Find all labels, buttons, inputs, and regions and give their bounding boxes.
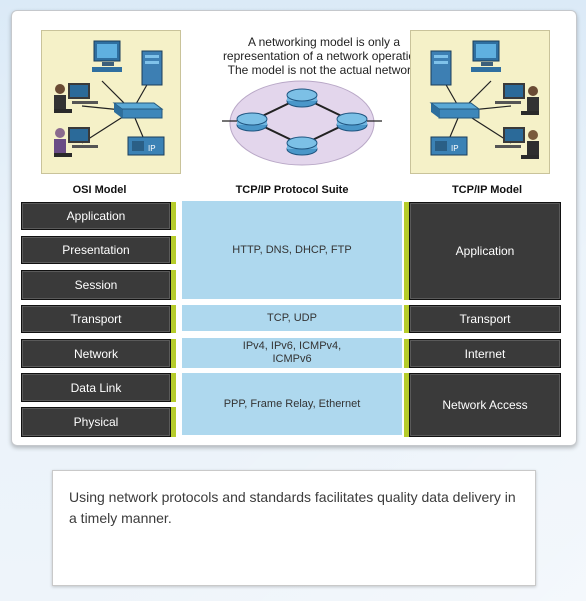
user-workstation-icon [54, 127, 98, 157]
router-icon [286, 136, 318, 156]
router-icon [336, 112, 368, 132]
switch-icon [112, 102, 164, 119]
protocols-network-access: PPP, Frame Relay, Ethernet [182, 373, 402, 435]
switch-icon [429, 102, 481, 119]
model-diagram-card: IP A networking model is only a represen… [11, 10, 577, 446]
user-workstation-icon [495, 127, 539, 159]
osi-layer-presentation: Presentation [21, 236, 176, 264]
router-icon [286, 88, 318, 108]
left-network-illustration: IP [54, 40, 165, 157]
ip-phone-icon: IP [430, 136, 468, 156]
desktop-computer-icon [471, 40, 501, 72]
protocols-transport: TCP, UDP [182, 305, 402, 331]
osi-layer-transport: Transport [21, 305, 176, 333]
osi-layer-physical: Physical [21, 407, 176, 437]
right-network-illustration: IP [429, 40, 539, 159]
summary-note: Using network protocols and standards fa… [52, 470, 536, 586]
tcpip-layer-network-access: Network Access [404, 373, 561, 437]
protocols-application: HTTP, DNS, DHCP, FTP [182, 201, 402, 299]
right-network-panel: IP [410, 30, 550, 174]
tcpip-layer-transport: Transport [404, 305, 561, 333]
ip-phone-icon: IP [127, 136, 165, 156]
router-network-cloud [222, 80, 382, 166]
osi-layer-data-link: Data Link [21, 373, 176, 402]
svg-text:IP: IP [148, 144, 156, 153]
osi-layer-application: Application [21, 202, 176, 230]
user-workstation-icon [495, 83, 539, 115]
user-workstation-icon [54, 83, 98, 113]
server-icon [141, 50, 163, 86]
left-network-panel: IP [41, 30, 181, 174]
summary-text: Using network protocols and standards fa… [69, 489, 516, 526]
osi-layer-network: Network [21, 339, 176, 368]
protocols-internet: IPv4, IPv6, ICMPv4, ICMPv6 [182, 338, 402, 368]
protocol-suite-header: TCP/IP Protocol Suite [235, 184, 349, 196]
desktop-computer-icon [92, 40, 122, 72]
router-icon [236, 112, 268, 132]
tcpip-layer-internet: Internet [404, 339, 561, 368]
osi-layer-session: Session [21, 270, 176, 300]
svg-text:IP: IP [451, 144, 459, 153]
tcpip-model-header: TCP/IP Model [451, 184, 523, 196]
tcpip-layer-application: Application [404, 202, 561, 300]
osi-model-header: OSI Model [72, 184, 127, 196]
server-icon [430, 50, 452, 86]
diagram-caption: A networking model is only a representat… [222, 35, 426, 77]
